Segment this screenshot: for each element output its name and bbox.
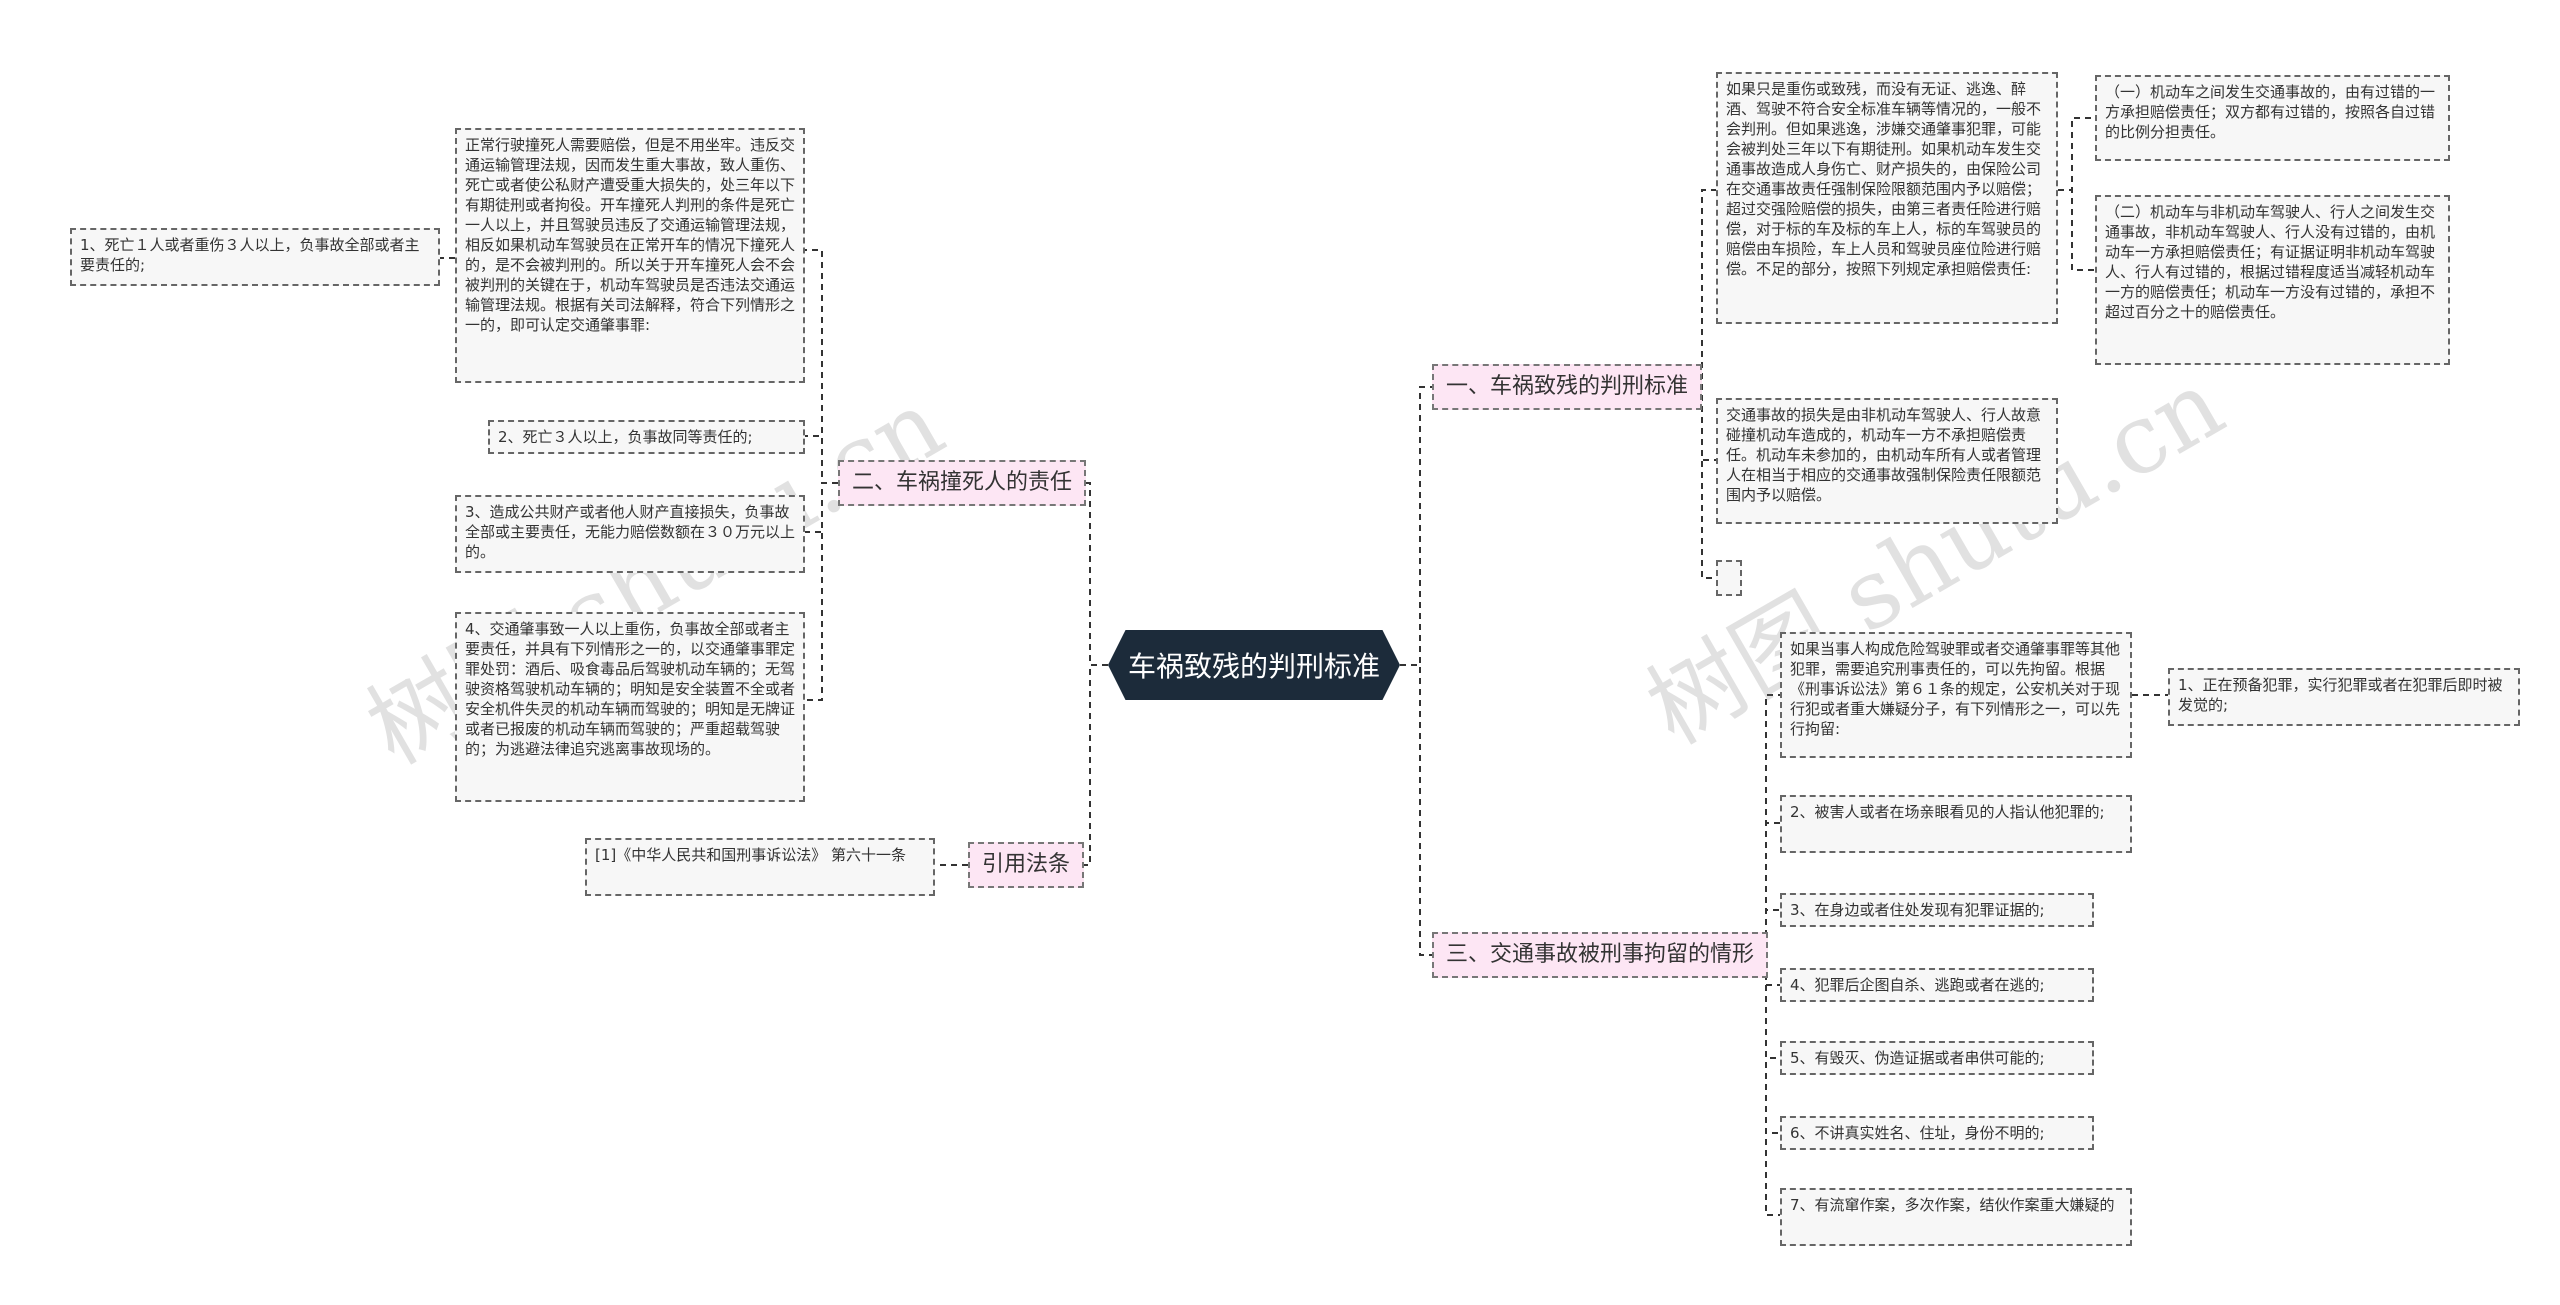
leaf-b3-item1-text: 如果当事人构成危险驾驶罪或者交通肇事罪等其他犯罪，需要追究刑事责任的，可以先拘留… — [1790, 640, 2121, 738]
connector — [1075, 664, 1108, 866]
leaf-b1-para1-c2[interactable]: （二）机动车与非机动车驾驶人、行人之间发生交通事故，非机动车驾驶人、行人没有过错… — [2095, 195, 2450, 365]
leaf-b1-para2[interactable]: 交通事故的损失是由非机动车驾驶人、行人故意碰撞机动车造成的，机动车一方不承担赔偿… — [1716, 398, 2058, 524]
connector — [1688, 386, 1716, 461]
leaf-b1-para1-c1[interactable]: （一）机动车之间发生交通事故的，由有过错的一方承担赔偿责任；双方都有过错的，按照… — [2095, 75, 2450, 161]
root-topic-label: 车祸致残的判刑标准 — [1127, 650, 1380, 683]
leaf-b3-item5[interactable]: 5、有毁灭、伪造证据或者串供可能的; — [1780, 1041, 2094, 1075]
branch-topic-cite[interactable]: 引用法条 — [968, 842, 1085, 888]
connector — [1075, 482, 1108, 666]
branch-topic-3[interactable]: 三、交通事故被刑事拘留的情形 — [1432, 932, 1769, 978]
leaf-b1-para2-text: 交通事故的损失是由非机动车驾驶人、行人故意碰撞机动车造成的，机动车一方不承担赔偿… — [1726, 406, 2042, 504]
connector — [805, 435, 838, 484]
leaf-b3-item1-child-text: 1、正在预备犯罪，实行犯罪或者在犯罪后即时被发觉的; — [2178, 676, 2503, 714]
connector — [1400, 386, 1432, 666]
leaf-cite-item-text: [1]《中华人民共和国刑事诉讼法》 第六十一条 — [595, 846, 907, 864]
leaf-b3-item2-text: 2、被害人或者在场亲眼看见的人指认他犯罪的; — [1790, 803, 2105, 821]
branch-topic-cite-label: 引用法条 — [982, 852, 1071, 877]
leaf-b2-item2-text: 2、死亡３人以上，负事故同等责任的; — [498, 428, 753, 446]
root-topic[interactable]: 车祸致残的判刑标准 — [1108, 630, 1400, 700]
leaf-b3-item3-text: 3、在身边或者住处发现有犯罪证据的; — [1790, 901, 2045, 919]
leaf-b2-item4[interactable]: 4、交通肇事致一人以上重伤，负事故全部或者主要责任，并具有下列情形之一的，以交通… — [455, 612, 805, 802]
leaf-b3-item2[interactable]: 2、被害人或者在场亲眼看见的人指认他犯罪的; — [1780, 795, 2132, 853]
leaf-b3-item4-text: 4、犯罪后企图自杀、逃跑或者在逃的; — [1790, 976, 2045, 994]
branch-topic-2[interactable]: 二、车祸撞死人的责任 — [838, 460, 1087, 506]
connector — [805, 482, 838, 701]
leaf-b2-intro-child-text: 1、死亡１人或者重伤３人以上，负事故全部或者主要责任的; — [80, 236, 420, 274]
connector — [2058, 189, 2095, 271]
branch-topic-2-label: 二、车祸撞死人的责任 — [852, 470, 1073, 495]
leaf-b3-item1-child[interactable]: 1、正在预备犯罪，实行犯罪或者在犯罪后即时被发觉的; — [2168, 668, 2520, 726]
connector — [1688, 386, 1716, 579]
leaf-b1-para1-text: 如果只是重伤或致残，而没有无证、逃逸、醉酒、驾驶不符合安全标准车辆等情况的，一般… — [1726, 80, 2042, 278]
branch-topic-3-label: 三、交通事故被刑事拘留的情形 — [1446, 942, 1755, 967]
connector — [1688, 189, 1716, 388]
leaf-b2-intro-child[interactable]: 1、死亡１人或者重伤３人以上，负事故全部或者主要责任的; — [70, 228, 440, 286]
leaf-b3-item7-text: 7、有流窜作案，多次作案，结伙作案重大嫌疑的 — [1790, 1196, 2115, 1214]
connector — [1752, 954, 1780, 1059]
leaf-b2-intro-text: 正常行驶撞死人需要赔偿，但是不用坐牢。违反交通运输管理法规，因而发生重大事故，致… — [465, 136, 796, 334]
connector — [805, 249, 838, 484]
connector — [1400, 664, 1432, 956]
leaf-b3-item6-text: 6、不讲真实姓名、住址，身份不明的; — [1790, 1124, 2045, 1142]
leaf-b2-item3-text: 3、造成公共财产或者他人财产直接损失，负事故全部或主要责任，无能力赔偿数额在３０… — [465, 503, 796, 561]
leaf-b1-empty[interactable] — [1716, 560, 1742, 596]
leaf-b3-item7[interactable]: 7、有流窜作案，多次作案，结伙作案重大嫌疑的 — [1780, 1188, 2132, 1246]
leaf-b3-item3[interactable]: 3、在身边或者住处发现有犯罪证据的; — [1780, 893, 2094, 927]
leaf-b1-para1[interactable]: 如果只是重伤或致残，而没有无证、逃逸、醉酒、驾驶不符合安全标准车辆等情况的，一般… — [1716, 72, 2058, 324]
leaf-b2-item4-text: 4、交通肇事致一人以上重伤，负事故全部或者主要责任，并具有下列情形之一的，以交通… — [465, 620, 796, 758]
leaf-b2-item2[interactable]: 2、死亡３人以上，负事故同等责任的; — [488, 420, 805, 454]
connector — [1752, 822, 1780, 956]
branch-topic-1[interactable]: 一、车祸致残的判刑标准 — [1432, 364, 1703, 410]
leaf-b3-item4[interactable]: 4、犯罪后企图自杀、逃跑或者在逃的; — [1780, 968, 2094, 1002]
leaf-b1-para1-c2-text: （二）机动车与非机动车驾驶人、行人之间发生交通事故，非机动车驾驶人、行人没有过错… — [2105, 203, 2436, 321]
connector — [2058, 117, 2095, 191]
leaf-cite-item[interactable]: [1]《中华人民共和国刑事诉讼法》 第六十一条 — [585, 838, 935, 896]
leaf-b3-item1[interactable]: 如果当事人构成危险驾驶罪或者交通肇事罪等其他犯罪，需要追究刑事责任的，可以先拘留… — [1780, 632, 2132, 758]
connector — [1752, 954, 1780, 1216]
leaf-b2-intro[interactable]: 正常行驶撞死人需要赔偿，但是不用坐牢。违反交通运输管理法规，因而发生重大事故，致… — [455, 128, 805, 383]
leaf-b1-para1-c1-text: （一）机动车之间发生交通事故的，由有过错的一方承担赔偿责任；双方都有过错的，按照… — [2105, 83, 2436, 141]
branch-topic-1-label: 一、车祸致残的判刑标准 — [1446, 374, 1689, 399]
leaf-b2-item3[interactable]: 3、造成公共财产或者他人财产直接损失，负事故全部或主要责任，无能力赔偿数额在３０… — [455, 495, 805, 573]
leaf-b3-item6[interactable]: 6、不讲真实姓名、住址，身份不明的; — [1780, 1116, 2094, 1150]
leaf-b3-item5-text: 5、有毁灭、伪造证据或者串供可能的; — [1790, 1049, 2045, 1067]
